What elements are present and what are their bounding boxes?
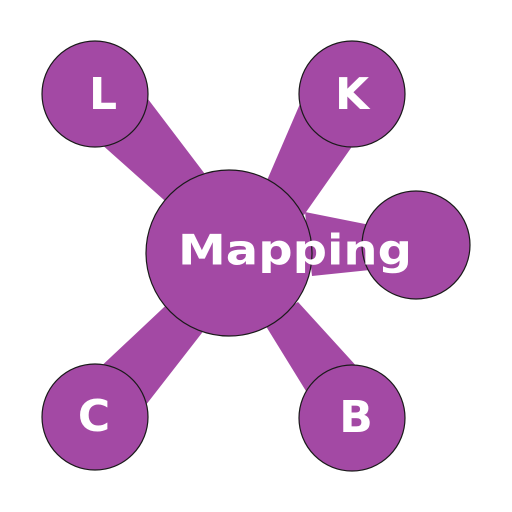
node-c-label: C	[78, 391, 110, 442]
center-node	[145, 169, 313, 337]
node-right	[361, 190, 471, 300]
node-k	[298, 40, 406, 148]
node-k-label: K	[335, 69, 371, 120]
node-b	[298, 364, 406, 472]
center-label: Mapping	[178, 226, 412, 275]
node-c	[41, 363, 149, 471]
node-l-label: L	[89, 69, 117, 120]
node-l	[41, 40, 149, 148]
node-b-label: B	[339, 392, 373, 443]
